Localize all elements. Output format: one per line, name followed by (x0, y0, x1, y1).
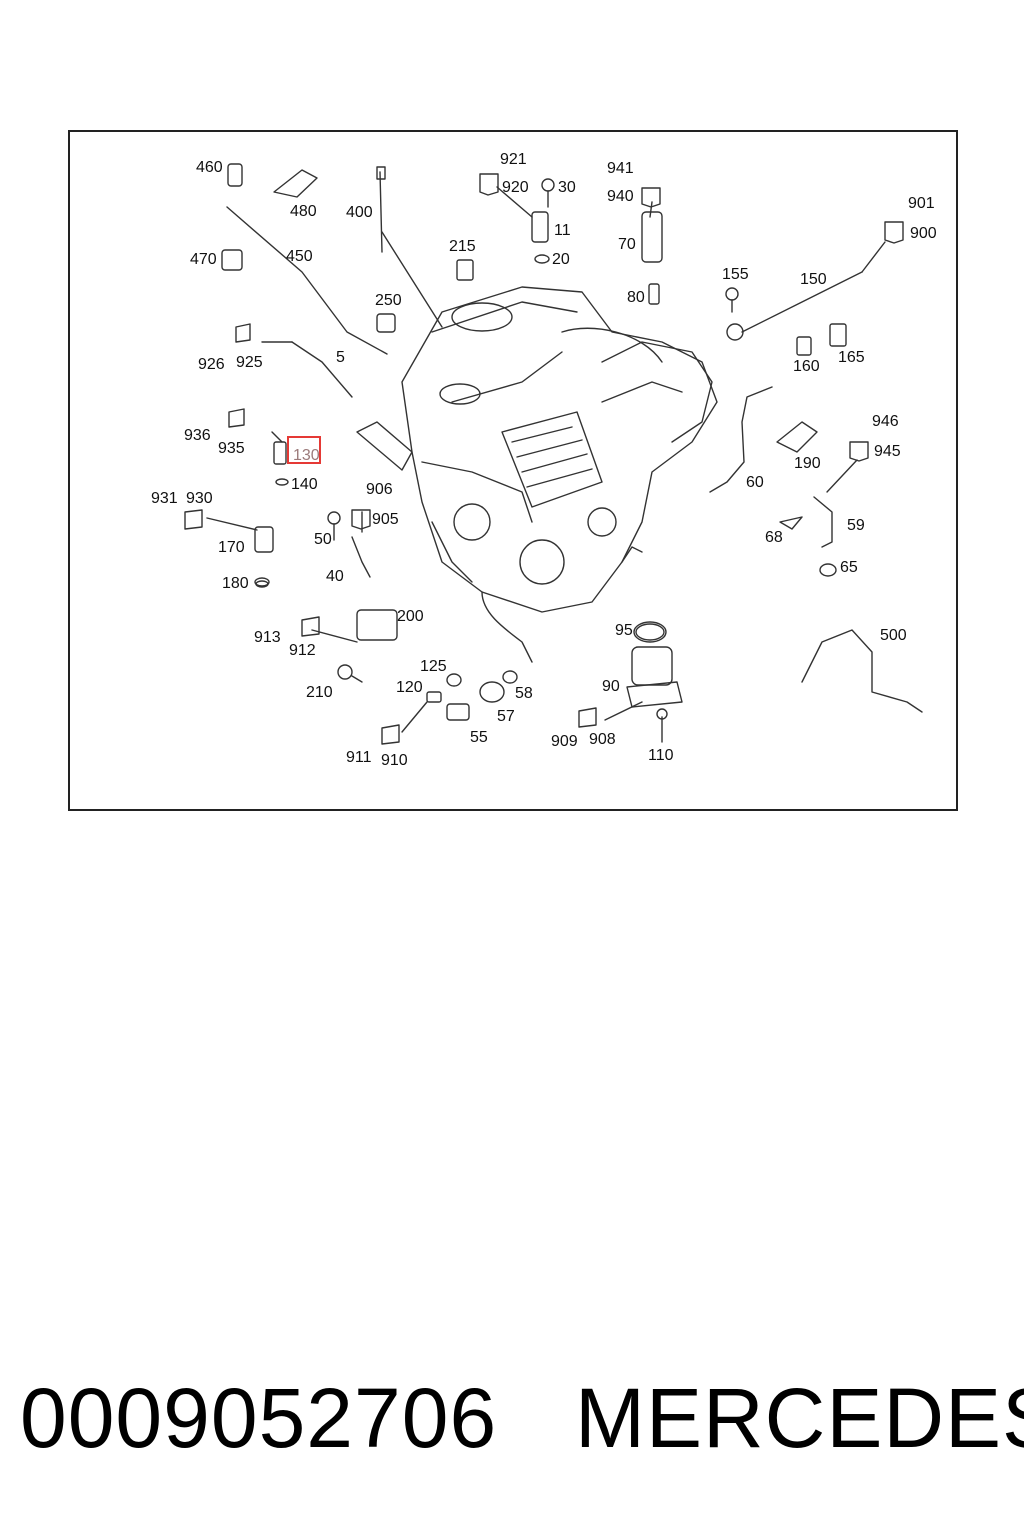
parts-diagram: 460 480 400 921 920 30 941 940 901 900 4… (68, 130, 958, 811)
part-label: 920 (502, 179, 529, 196)
engine-drawing (184, 163, 923, 745)
part-label: 20 (552, 251, 570, 268)
part-label: 120 (396, 679, 423, 696)
part-label: 900 (910, 225, 937, 242)
part-label: 500 (880, 627, 907, 644)
part-label: 190 (794, 455, 821, 472)
part-label: 946 (872, 413, 899, 430)
highlight-box (287, 436, 321, 464)
part-label: 930 (186, 490, 213, 507)
part-label: 906 (366, 481, 393, 498)
brand-name: MERCEDES (575, 1371, 1024, 1465)
part-label: 165 (838, 349, 865, 366)
part-label: 941 (607, 160, 634, 177)
part-label-highlighted: 130 (293, 447, 320, 464)
part-label: 936 (184, 427, 211, 444)
part-label: 935 (218, 440, 245, 457)
part-label: 110 (648, 747, 674, 764)
part-label: 95 (615, 622, 633, 639)
part-label: 910 (381, 752, 408, 769)
part-label: 913 (254, 629, 281, 646)
part-label: 945 (874, 443, 901, 460)
part-label: 911 (346, 749, 372, 766)
part-label: 50 (314, 531, 332, 548)
part-label: 921 (500, 151, 527, 168)
part-label: 5 (336, 349, 345, 366)
part-label: 180 (222, 575, 249, 592)
part-label: 65 (840, 559, 858, 576)
part-label: 250 (375, 292, 402, 309)
part-label: 450 (286, 248, 313, 265)
part-label: 125 (420, 658, 447, 675)
part-label: 925 (236, 354, 263, 371)
part-label: 470 (190, 251, 217, 268)
part-label: 905 (372, 511, 399, 528)
part-label: 90 (602, 678, 620, 695)
part-label: 200 (397, 608, 424, 625)
part-label: 80 (627, 289, 645, 306)
part-label: 140 (291, 476, 318, 493)
part-label: 931 (151, 490, 178, 507)
part-label: 215 (449, 238, 476, 255)
part-label: 70 (618, 236, 636, 253)
part-label: 11 (554, 222, 571, 239)
part-label: 60 (746, 474, 764, 491)
part-label: 940 (607, 188, 634, 205)
part-label: 160 (793, 358, 820, 375)
part-label: 912 (289, 642, 316, 659)
part-label: 926 (198, 356, 225, 373)
part-label: 480 (290, 203, 317, 220)
part-label: 170 (218, 539, 245, 556)
footer: 0009052706 MERCEDES (0, 1370, 1024, 1470)
part-label: 68 (765, 529, 783, 546)
part-label: 155 (722, 266, 749, 283)
part-number: 0009052706 (20, 1371, 498, 1465)
part-label: 908 (589, 731, 616, 748)
part-label: 30 (558, 179, 576, 196)
part-label: 901 (908, 195, 935, 212)
part-label: 150 (800, 271, 827, 288)
part-label: 57 (497, 708, 515, 725)
part-label: 460 (196, 159, 223, 176)
part-label: 55 (470, 729, 488, 746)
part-label: 58 (515, 685, 533, 702)
part-label: 210 (306, 684, 333, 701)
part-label: 40 (326, 568, 344, 585)
part-label: 59 (847, 517, 865, 534)
part-label: 400 (346, 204, 373, 221)
part-label: 909 (551, 733, 578, 750)
